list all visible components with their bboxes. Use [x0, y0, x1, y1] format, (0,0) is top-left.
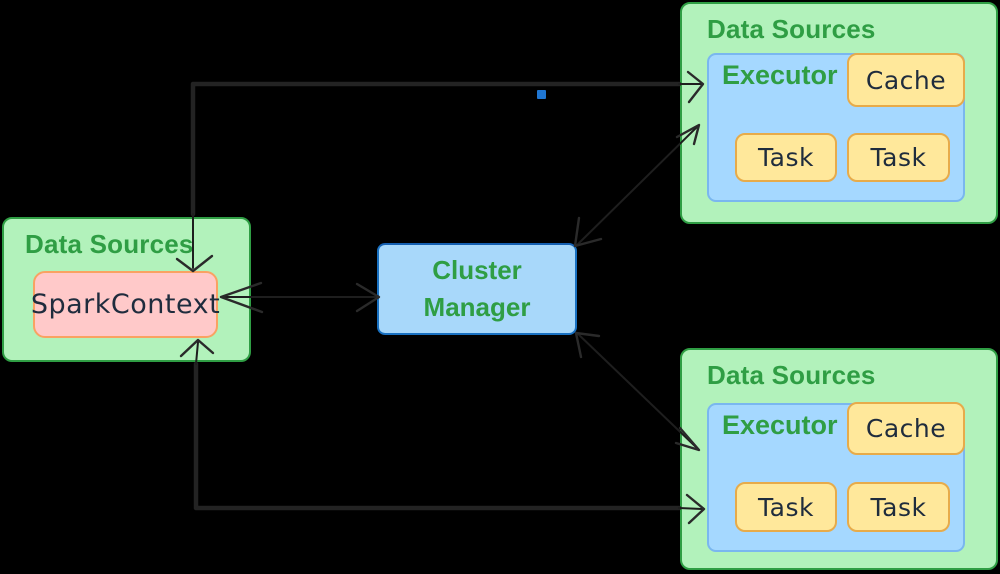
task-top-node-2[interactable]: Task	[847, 133, 950, 182]
selection-handle[interactable]	[537, 90, 546, 99]
cache-bottom-node[interactable]: Cache	[847, 402, 965, 455]
spark-context-node[interactable]: SparkContext	[30, 271, 221, 338]
task-bottom-label-1: Task	[758, 492, 814, 522]
task-top-node-1[interactable]: Task	[735, 133, 837, 182]
spark-context-label: SparkContext	[30, 289, 221, 320]
cluster-manager-label-line1: Cluster	[432, 255, 522, 285]
group-worker-bottom-title: Data Sources	[707, 360, 876, 390]
cluster-manager-node[interactable]: Cluster Manager	[377, 243, 577, 335]
cache-bottom-label: Cache	[865, 414, 947, 443]
cluster-manager-label-line2: Manager	[423, 292, 531, 322]
group-worker-top-title: Data Sources	[707, 14, 876, 44]
task-top-label-1: Task	[758, 143, 814, 172]
edge-sparkcontext-executor-bottom[interactable]	[179, 338, 706, 525]
executor-bottom-label: Executor	[722, 410, 838, 440]
task-bottom-label-2: Task	[870, 492, 927, 522]
edge-sparkcontext-executor-top[interactable]	[175, 70, 705, 273]
task-bottom-node-2[interactable]: Task	[847, 482, 950, 532]
task-bottom-node-1[interactable]: Task	[735, 482, 837, 532]
cache-top-label: Cache	[865, 65, 947, 95]
executor-top-label: Executor	[722, 60, 838, 90]
task-top-label-2: Task	[870, 143, 927, 172]
cache-top-node[interactable]: Cache	[847, 53, 965, 107]
group-driver-title: Data Sources	[25, 229, 194, 259]
